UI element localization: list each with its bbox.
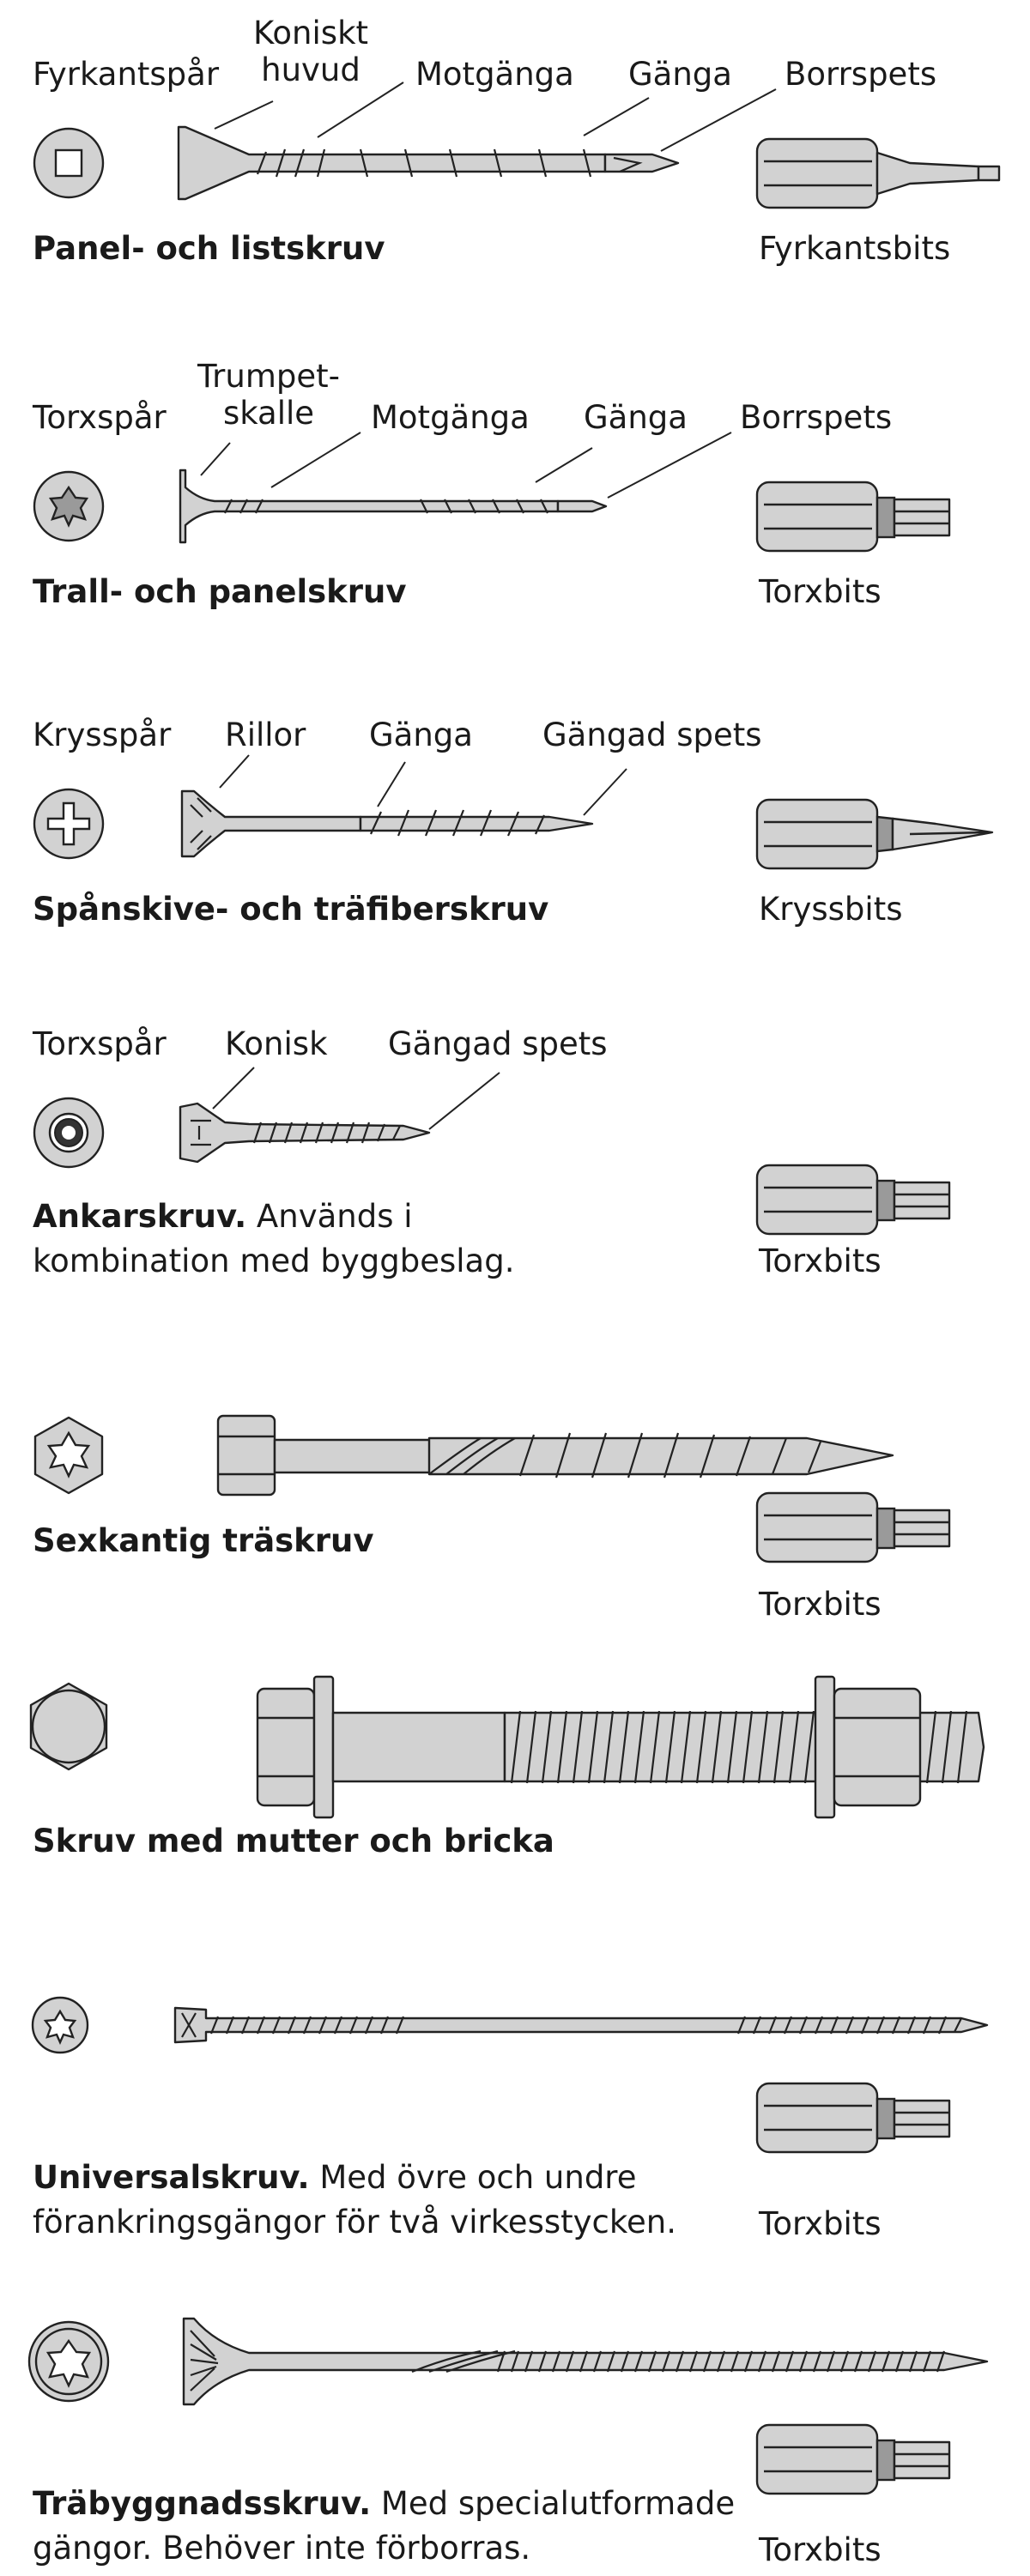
title-universal-screw: Universalskruv. Med övre och undre föran…	[33, 2156, 676, 2245]
torx-bit-icon	[755, 481, 951, 553]
section-timber-construction-screw: Träbyggnadsskruv. Med specialutformade g…	[0, 2300, 1030, 2576]
title-bold: Träbyggnadsskruv.	[33, 2485, 372, 2522]
section-chipboard-screw: Krysspår Rillor Gänga Gängad spets	[0, 661, 1030, 944]
bit-name-square: Fyrkantsbits	[759, 230, 951, 267]
section-deck-screw: Torxspår Trumpet- skalle Motgänga Gänga …	[0, 343, 1030, 626]
label-threaded-tip: Gängad spets	[388, 1025, 608, 1062]
label-torx-drive: Torxspår	[33, 399, 167, 436]
leader-lines	[212, 1067, 500, 1130]
label-counter-thread: Motgänga	[371, 399, 530, 436]
label-square-drive: Fyrkantspår	[33, 56, 220, 93]
section-anchor-screw: Torxspår Konisk Gängad spets	[0, 978, 1030, 1304]
title-bold: Spånskive- och träfiberskruv	[33, 891, 549, 928]
hex-wood-screw-drawing	[33, 1414, 951, 1563]
torx-bit-icon	[755, 2082, 951, 2154]
title-line2: gängor. Behöver inte förborras.	[33, 2530, 531, 2567]
torx-bit-icon	[755, 2423, 951, 2495]
panel-screw-drawing	[33, 82, 1001, 209]
title-line2: kombination med byggbeslag.	[33, 1243, 515, 1279]
label-phillips-drive: Krysspår	[33, 717, 172, 753]
hex-wood-screw-icon	[216, 1414, 894, 1497]
torx-drive-large-head-icon	[27, 2320, 110, 2403]
title-line2: förankringsgängor för två virkesstycken.	[33, 2204, 676, 2240]
anchor-screw-icon	[179, 1102, 431, 1164]
label-thread: Gänga	[369, 717, 473, 753]
label-ribs: Rillor	[225, 717, 306, 753]
section-hex-wood-screw: Sexkantig träskruv Torxbits	[0, 1339, 1030, 1648]
section-panel-screw: Fyrkantspår Koniskt huvud Motgänga Gänga…	[0, 0, 1030, 283]
title-rest: Används i	[246, 1198, 413, 1235]
section-universal-screw: Universalskruv. Med övre och undre föran…	[0, 1974, 1030, 2248]
timber-screw-icon	[182, 2317, 989, 2406]
phillips-drive-head-icon	[33, 788, 105, 860]
bolt-nut-washer-drawing	[29, 1675, 985, 1819]
phillips-bit-icon	[755, 798, 994, 870]
timber-screw-drawing	[27, 2317, 989, 2495]
title-anchor-screw: Ankarskruv. Används i kombination med by…	[33, 1194, 514, 1284]
leader-lines	[219, 754, 627, 816]
title-bold: Skruv med mutter och bricka	[33, 1823, 554, 1859]
label-conical: Konisk	[225, 1025, 328, 1062]
label-trumpet-head: Trumpet- skalle	[197, 358, 340, 432]
label-drill-tip: Borrspets	[740, 399, 893, 436]
label-conical-head: Koniskt huvud	[253, 15, 368, 88]
torx-bit-icon	[755, 1491, 951, 1563]
title-bold: Trall- och panelskruv	[33, 573, 407, 610]
title-bolt-nut-washer: Skruv med mutter och bricka	[33, 1819, 554, 1864]
title-panel-screw: Panel- och listskruv	[33, 227, 385, 271]
bit-name-torx: Torxbits	[759, 573, 882, 610]
label-threaded-tip: Gängad spets	[542, 717, 762, 753]
torx-drive-small-head-icon	[31, 1996, 89, 2054]
bit-name-torx: Torxbits	[759, 1243, 882, 1279]
title-timber-screw: Träbyggnadsskruv. Med specialutformade g…	[33, 2482, 735, 2571]
label-thread: Gänga	[584, 399, 688, 436]
leader-lines	[214, 82, 777, 152]
deck-screw-drawing	[33, 432, 951, 553]
title-bold: Universalskruv.	[33, 2159, 310, 2196]
leader-lines	[200, 432, 732, 499]
bolt-nut-washer-icon	[256, 1675, 985, 1819]
anchor-screw-drawing	[33, 1067, 951, 1236]
panel-screw-icon	[177, 125, 680, 201]
section-bolt-nut-washer: Skruv med mutter och bricka	[0, 1665, 1030, 1922]
square-bit-icon	[755, 137, 1001, 209]
hex-torx-head-icon	[33, 1416, 104, 1495]
universal-screw-icon	[173, 2006, 989, 2044]
bit-name-torx: Torxbits	[759, 2531, 882, 2568]
title-hex-wood-screw: Sexkantig träskruv	[33, 1519, 374, 1563]
universal-screw-drawing	[31, 1996, 989, 2154]
title-bold: Ankarskruv.	[33, 1198, 247, 1235]
chipboard-screw-drawing	[33, 754, 994, 870]
title-bold: Sexkantig träskruv	[33, 1522, 374, 1559]
title-rest: Med specialutformade	[371, 2485, 736, 2522]
torx-drive-ring-head-icon	[33, 1097, 105, 1169]
title-bold: Panel- och listskruv	[33, 230, 385, 267]
chipboard-screw-icon	[180, 789, 594, 858]
bit-name-torx: Torxbits	[759, 2205, 882, 2242]
label-drill-tip: Borrspets	[785, 56, 937, 93]
title-chipboard-screw: Spånskive- och träfiberskruv	[33, 887, 548, 932]
label-torx-drive: Torxspår	[33, 1025, 167, 1062]
torx-bit-icon	[755, 1164, 951, 1236]
label-counter-thread: Motgänga	[415, 56, 574, 93]
bit-name-torx: Torxbits	[759, 1586, 882, 1623]
square-drive-head-icon	[33, 127, 105, 199]
title-deck-screw: Trall- och panelskruv	[33, 570, 406, 614]
hex-bolt-head-icon	[29, 1682, 108, 1771]
label-thread: Gänga	[628, 56, 732, 93]
title-rest: Med övre och undre	[309, 2159, 637, 2196]
torx-drive-head-icon	[33, 470, 105, 542]
deck-screw-icon	[179, 469, 608, 544]
bit-name-phillips: Kryssbits	[759, 891, 903, 928]
